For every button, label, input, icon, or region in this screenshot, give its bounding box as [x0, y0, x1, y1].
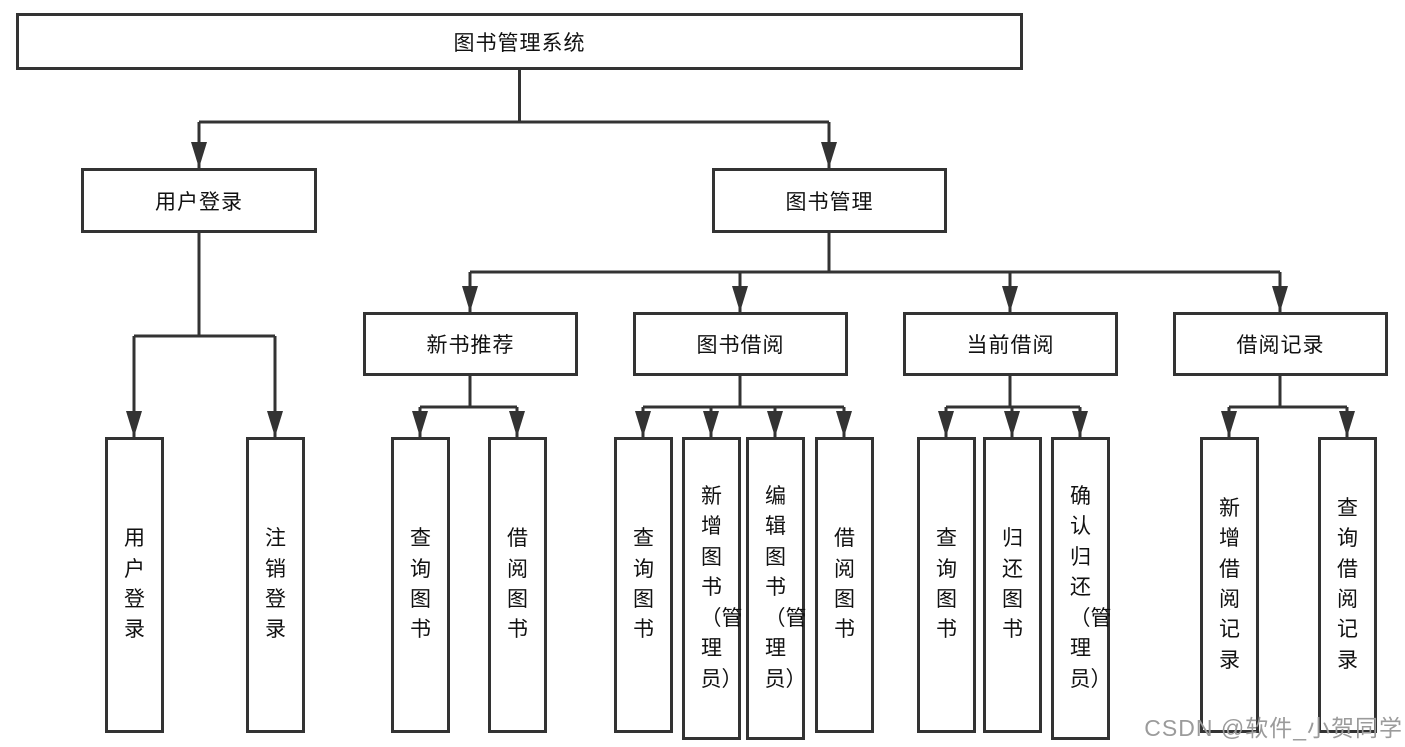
leaf-confirm-return-admin: 确认归还（管理员） [1051, 437, 1112, 740]
node-new-book-recommendation-label: 新书推荐 [426, 334, 515, 357]
leaf-query-books-recommend: 查询图书 [391, 437, 450, 733]
leaf-query-books-borrowing-label: 查询图书 [632, 527, 654, 642]
leaf-return-books: 归还图书 [983, 437, 1042, 733]
leaf-borrow-books-borrowing: 借阅图书 [815, 437, 874, 733]
leaf-add-books-admin: 新增图书（管理员） [682, 437, 743, 740]
node-library-system: 图书管理系统 [16, 13, 1023, 70]
node-new-book-recommendation: 新书推荐 [363, 312, 578, 376]
leaf-user-login: 用户登录 [105, 437, 164, 733]
node-book-management-label: 图书管理 [785, 190, 874, 214]
leaf-query-books-current-label: 查询图书 [935, 527, 957, 642]
node-borrowing-records: 借阅记录 [1173, 312, 1388, 376]
leaf-query-books-borrowing: 查询图书 [614, 437, 673, 733]
node-current-borrowing: 当前借阅 [903, 312, 1118, 376]
node-book-borrowing: 图书借阅 [633, 312, 848, 376]
leaf-user-login-label: 用户登录 [123, 527, 145, 642]
node-borrowing-records-label: 借阅记录 [1236, 334, 1325, 357]
leaf-borrow-books-borrowing-label: 借阅图书 [833, 527, 855, 642]
leaf-logout-label: 注销登录 [264, 527, 286, 642]
leaf-logout: 注销登录 [246, 437, 305, 733]
leaf-query-borrow-record: 查询借阅记录 [1318, 437, 1377, 733]
csdn-watermark: CSDN @软件_小贺同学 [1144, 715, 1403, 741]
leaf-borrow-books-recommend-label: 借阅图书 [506, 527, 528, 642]
leaf-query-books-current: 查询图书 [917, 437, 976, 733]
leaf-add-borrow-record-label: 新增借阅记录 [1218, 496, 1240, 672]
node-book-management: 图书管理 [712, 168, 947, 233]
node-library-system-label: 图书管理系统 [453, 31, 586, 55]
node-current-borrowing-label: 当前借阅 [966, 334, 1055, 357]
leaf-edit-books-admin: 编辑图书（管理员） [746, 437, 807, 740]
leaf-add-books-admin-label: 新增图书（管理员） [700, 484, 743, 691]
leaf-confirm-return-admin-label: 确认归还（管理员） [1069, 484, 1112, 691]
leaf-borrow-books-recommend: 借阅图书 [488, 437, 547, 733]
node-user-login: 用户登录 [81, 168, 317, 233]
leaf-query-books-recommend-label: 查询图书 [409, 527, 431, 642]
leaf-edit-books-admin-label: 编辑图书（管理员） [764, 484, 807, 691]
leaf-return-books-label: 归还图书 [1001, 527, 1023, 642]
node-book-borrowing-label: 图书借阅 [696, 334, 785, 357]
node-user-login-label: 用户登录 [155, 190, 243, 214]
leaf-query-borrow-record-label: 查询借阅记录 [1336, 496, 1358, 672]
leaf-add-borrow-record: 新增借阅记录 [1200, 437, 1259, 733]
